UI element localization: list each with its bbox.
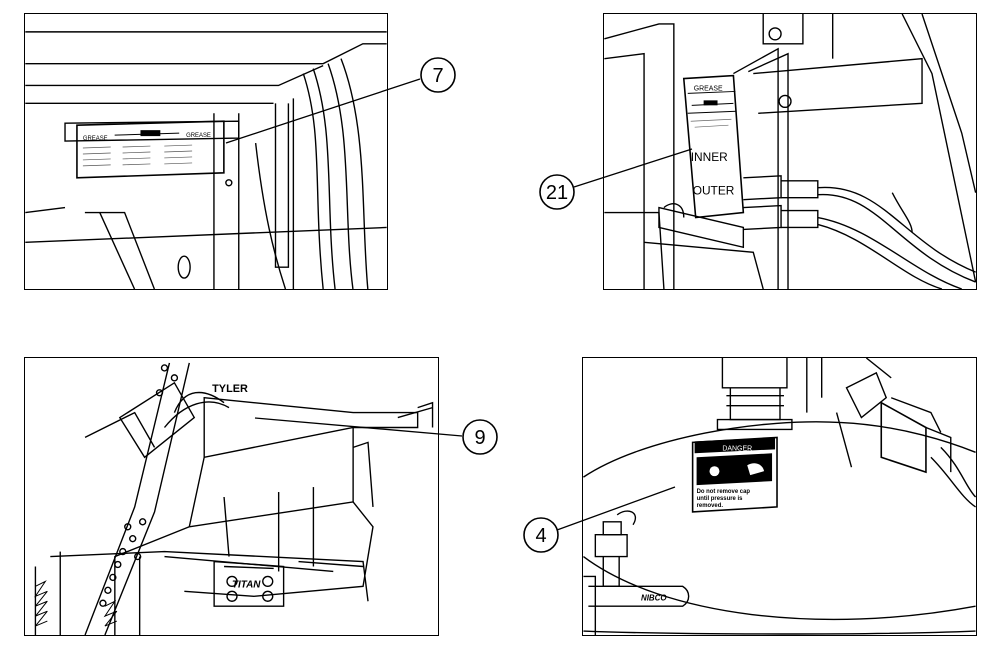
decal-inner-label: INNER <box>691 150 728 164</box>
panel-tyler-decal: TYLER TITAN <box>24 357 439 636</box>
danger-line-3: removed. <box>697 503 724 509</box>
titan-logo: TITAN <box>232 579 261 590</box>
grease-decal-illustration: GREASE GREASE <box>25 31 387 289</box>
callout-21: 21 <box>539 174 575 210</box>
panel-inner-outer-decal: GREASE INNER OUTER <box>603 13 977 290</box>
decal-outer-label: OUTER <box>693 184 735 198</box>
nibco-logo: NIBCO <box>641 593 667 602</box>
panel-danger-decal: DANGER Do not remove cap until pressure … <box>582 357 977 636</box>
inner-outer-decal-illustration: GREASE INNER OUTER <box>604 14 976 289</box>
callout-number: 4 <box>535 525 546 547</box>
danger-title: DANGER <box>722 445 752 452</box>
danger-line-2: until pressure is <box>697 496 744 502</box>
danger-decal-illustration: DANGER Do not remove cap until pressure … <box>583 358 976 635</box>
danger-decal: DANGER Do not remove cap until pressure … <box>691 436 778 513</box>
tyler-logo: TYLER <box>212 383 248 395</box>
danger-line-1: Do not remove cap <box>697 489 751 495</box>
grease-decal: GREASE GREASE <box>82 130 211 167</box>
inner-outer-decal: GREASE INNER OUTER <box>687 85 737 198</box>
grease-label-right: GREASE <box>186 133 211 139</box>
tyler-decal-illustration: TYLER TITAN <box>34 362 434 635</box>
decal-grease-label: GREASE <box>694 85 723 92</box>
callout-4: 4 <box>523 517 559 553</box>
grease-label-left: GREASE <box>83 136 108 142</box>
callout-9: 9 <box>462 419 498 455</box>
callout-number: 7 <box>432 65 443 87</box>
callout-number: 9 <box>474 427 485 449</box>
callout-7: 7 <box>420 57 456 93</box>
panel-grease-decal: GREASE GREASE <box>24 13 388 290</box>
callout-number: 21 <box>546 182 568 204</box>
